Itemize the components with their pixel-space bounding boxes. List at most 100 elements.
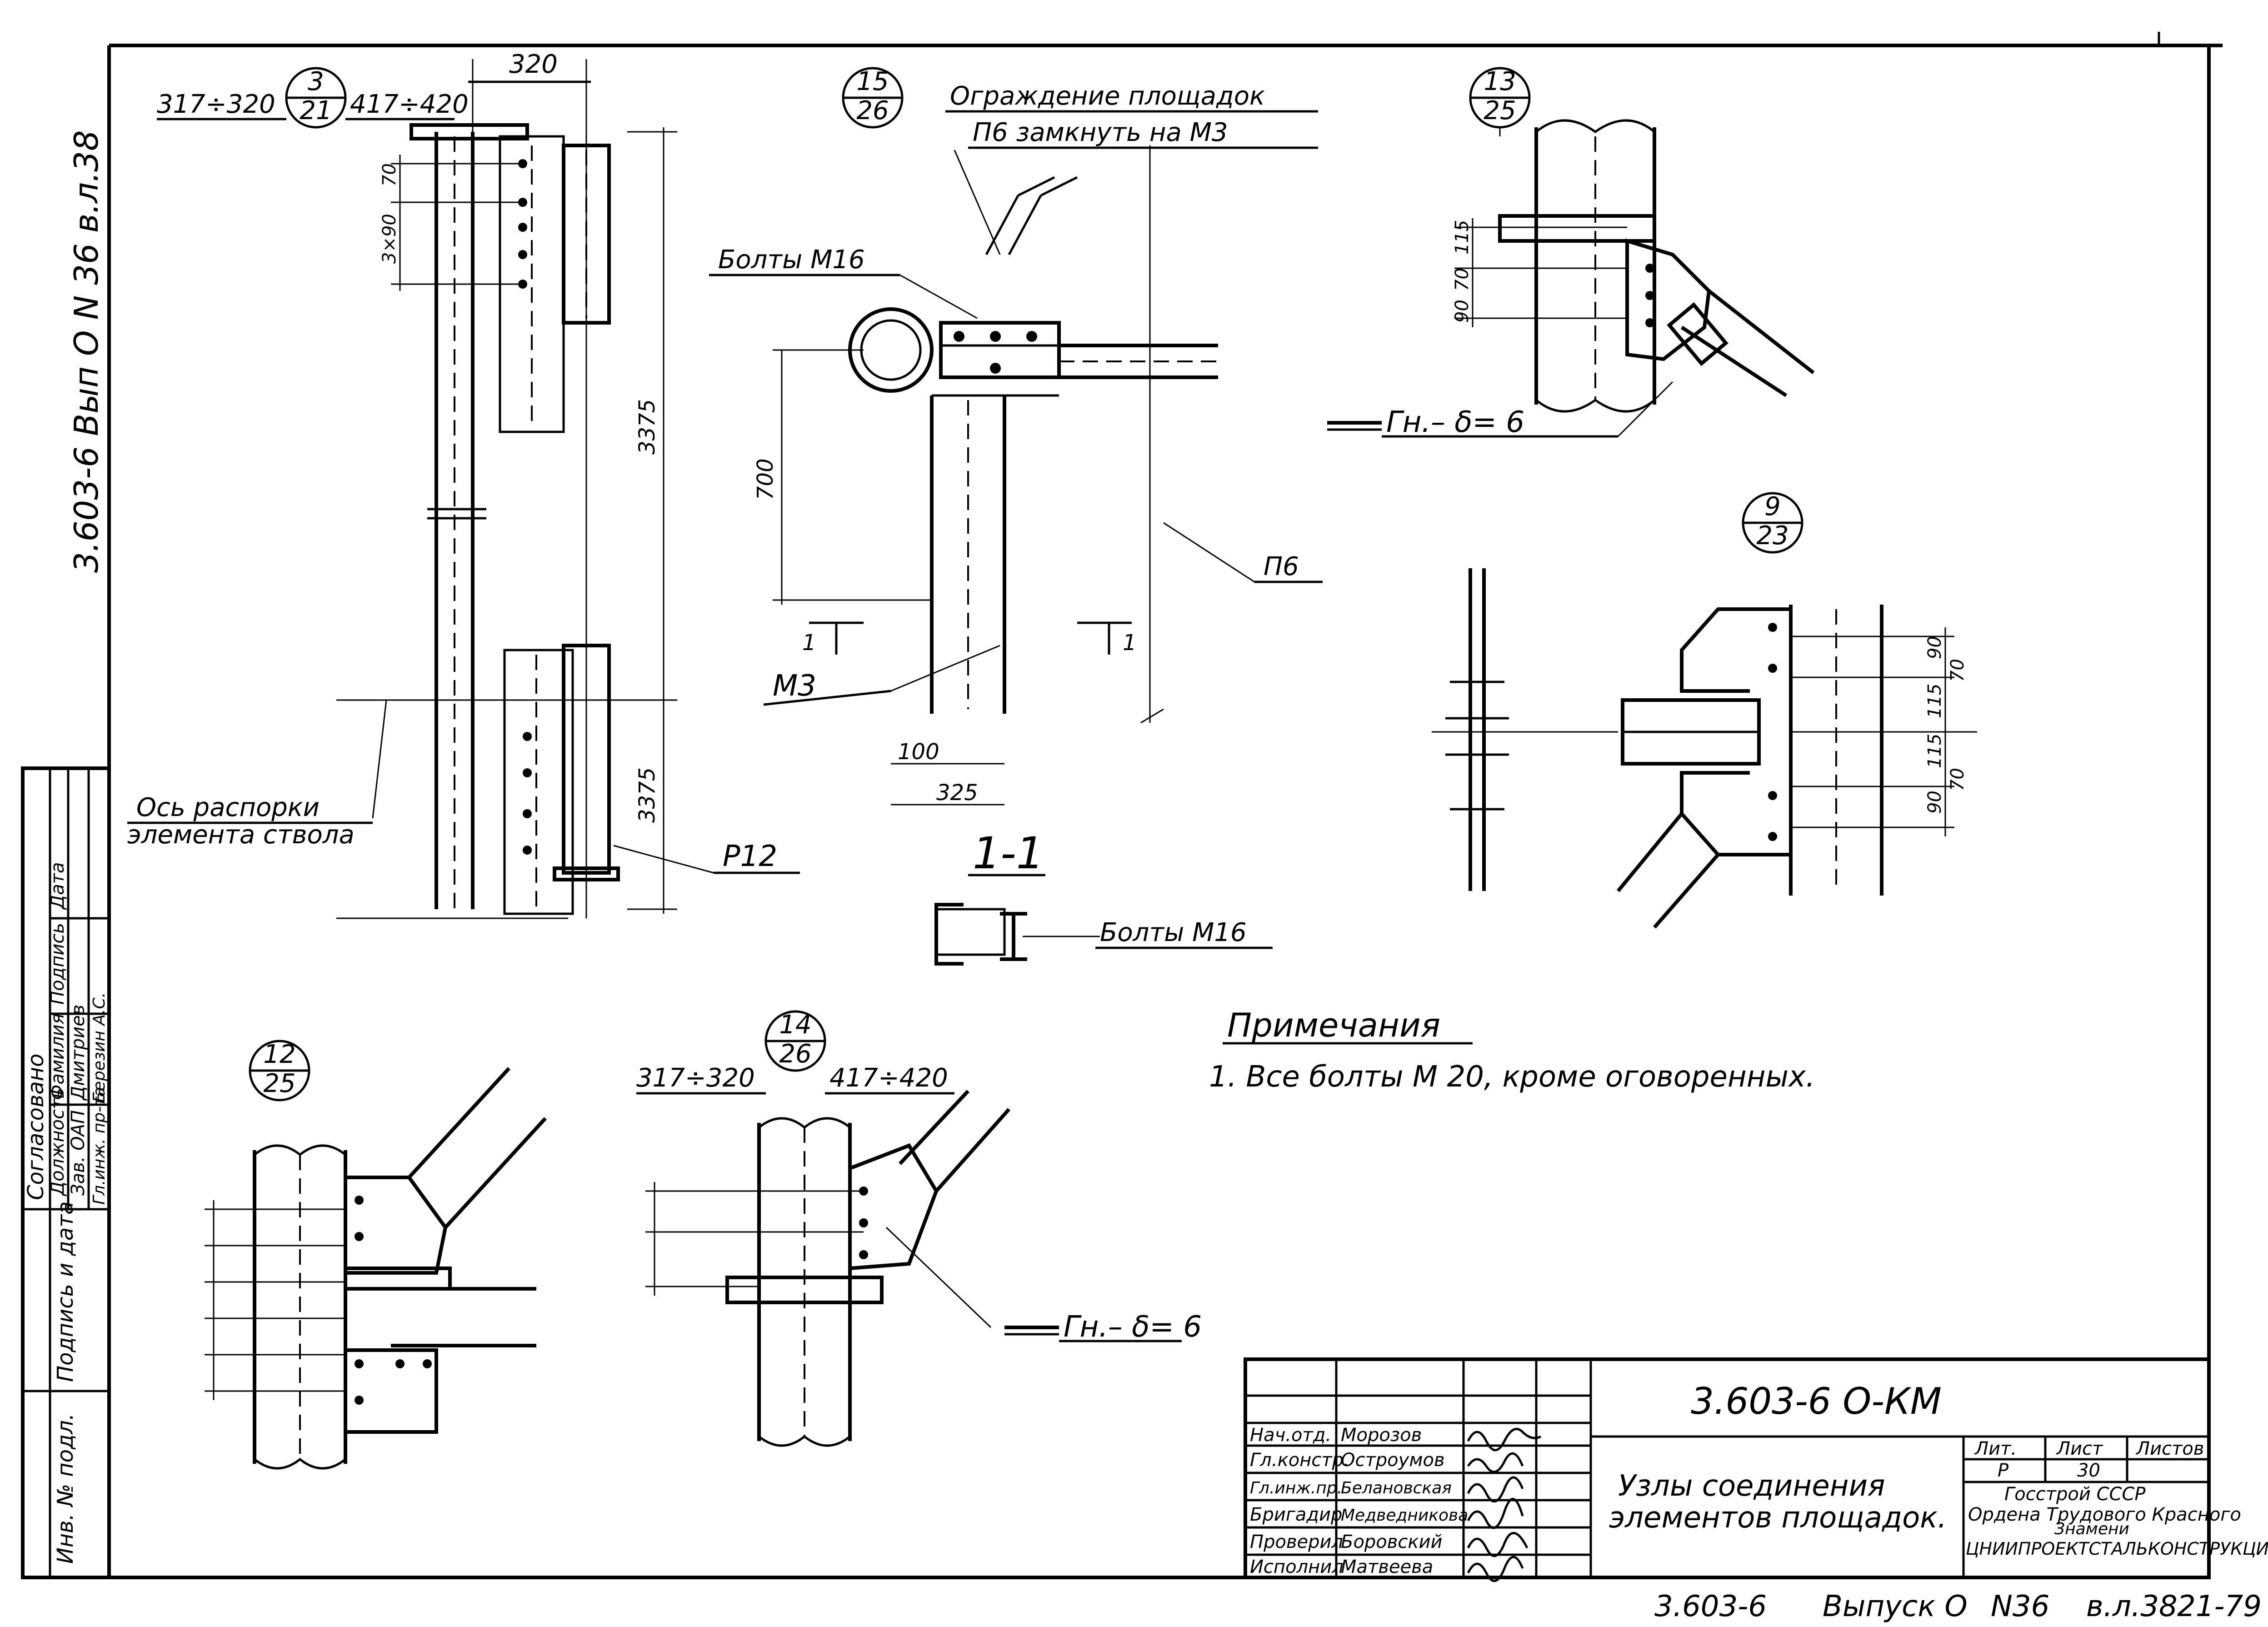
node-3-21-drawing: 3 21 317÷320 417÷420 320 <box>127 50 800 919</box>
callout-15-num: 15 <box>856 67 889 96</box>
dim-115-13: 115 <box>1452 220 1473 255</box>
org-line-3: Знамени <box>2054 1520 2129 1538</box>
label-guard-1: Ограждение площадок <box>950 81 1265 111</box>
callout-3-left: 317÷320 <box>157 90 275 119</box>
dim-100: 100 <box>898 739 939 765</box>
note-1: 1. Все болты М 20, кроме оговоренных. <box>1209 1060 1815 1094</box>
signature-5 <box>1467 1532 1529 1557</box>
label-bolts-m16-bottom: Болты М16 <box>1100 918 1247 947</box>
role-4: Бригадир <box>1250 1504 1342 1525</box>
name-1: Морозов <box>1341 1425 1422 1446</box>
dim-90-9b: 90 <box>1924 791 1945 814</box>
approval-row2-position: Гл.инж. пр-та <box>90 1087 109 1205</box>
org-line-1: Госстрой СССР <box>2004 1484 2146 1505</box>
designation: 3.603-6 О-КМ <box>1691 1380 1942 1422</box>
dim-700: 700 <box>753 458 778 500</box>
dim-70-top: 70 <box>379 163 400 186</box>
name-5: Боровский <box>1341 1532 1443 1552</box>
signature-4 <box>1467 1497 1524 1529</box>
role-6: Исполнил <box>1250 1557 1344 1577</box>
dim-325: 325 <box>936 780 978 806</box>
title-line-2: элементов площадок. <box>1609 1501 1947 1535</box>
name-4: Медведникова <box>1341 1506 1468 1525</box>
section-mark-right: 1 <box>1123 630 1137 656</box>
dim-70-9b: 70 <box>1947 768 1968 791</box>
role-5: Проверил <box>1250 1532 1343 1552</box>
sheets-label: Листов <box>2135 1438 2204 1459</box>
footer-issue: Выпуск О <box>1823 1590 1968 1623</box>
dim-70-13: 70 <box>1452 268 1473 291</box>
axis-label-1: Ось распорки <box>136 793 320 822</box>
dim-3375-upper: 3375 <box>634 399 660 455</box>
weld-13: Гн.– δ= 6 <box>1386 405 1524 439</box>
signature-3 <box>1467 1476 1524 1503</box>
dim-90-13: 90 <box>1452 300 1473 323</box>
callout-12-den: 25 <box>263 1069 295 1098</box>
section-mark-left: 1 <box>802 630 816 656</box>
approval-table: Согласовано Должность Фамилия Подпись Да… <box>21 766 111 1579</box>
weld-14: Гн.– δ= 6 <box>1064 1310 1202 1344</box>
dim-115-9b: 115 <box>1924 734 1945 768</box>
signature-1 <box>1467 1427 1542 1452</box>
role-3: Гл.инж.пр. <box>1250 1479 1342 1497</box>
lit-value: Р <box>1998 1460 2009 1481</box>
callout-3-den: 21 <box>300 96 332 125</box>
node-12-25-drawing: 12 25 <box>205 1040 547 1470</box>
signature-6 <box>1467 1556 1524 1582</box>
dim-3375-lower: 3375 <box>634 767 660 823</box>
sheet-label: Лист <box>2056 1438 2103 1459</box>
dim-90-9a: 90 <box>1924 636 1945 659</box>
callout-13-num: 13 <box>1484 67 1516 96</box>
approval-header: Согласовано <box>23 1054 49 1200</box>
dim-3x90: 3×90 <box>379 214 400 264</box>
role-2: Гл.констр. <box>1250 1450 1349 1471</box>
approval-row1-position: Зав. ОАП <box>68 1110 89 1196</box>
callout-3-right: 417÷420 <box>350 90 469 119</box>
title-block: 3.603-6 О-КМ Узлы соединения элементов п… <box>1244 1357 2268 1582</box>
callout-9-num: 9 <box>1764 492 1781 521</box>
approval-col-position: Должность <box>47 1088 68 1196</box>
footer: 3.603-6 Выпуск О N36 в.л.38 21-79 <box>1654 1590 2262 1623</box>
title-line-1: Узлы соединения <box>1618 1469 1885 1503</box>
callout-14-num: 14 <box>779 1010 811 1040</box>
footer-extra: 21-79 <box>2177 1590 2262 1623</box>
label-p6: П6 <box>1264 552 1299 581</box>
label-guard-2: П6 замкнуть на М3 <box>973 118 1228 147</box>
signature-2 <box>1467 1452 1524 1473</box>
node-15-26-drawing: 15 26 Ограждение площадок П6 замкнуть на… <box>709 67 1323 966</box>
callout-3-num: 3 <box>308 67 324 96</box>
approval-col-name: Фамилия <box>47 1013 68 1100</box>
lit-label: Лит. <box>1974 1438 2017 1459</box>
approval-row1-name: Дмитриев <box>68 1005 89 1101</box>
callout-12-num: 12 <box>263 1040 295 1069</box>
node-9-23-drawing: 9 23 90 70 115 115 90 70 <box>1432 492 1977 929</box>
approval-side2: Инв. № подл. <box>53 1413 78 1564</box>
callout-14-left: 317÷320 <box>636 1063 755 1093</box>
approval-row2-name: Березин А.С. <box>90 992 109 1102</box>
section-title: 1-1 <box>973 828 1044 879</box>
callout-14-right: 417÷420 <box>829 1063 948 1093</box>
dim-70-9a: 70 <box>1947 659 1968 682</box>
name-2: Остроумов <box>1341 1450 1445 1471</box>
axis-label-2: элемента ствола <box>127 820 355 850</box>
footer-num: N36 <box>1991 1590 2049 1623</box>
name-6: Матвеева <box>1341 1557 1433 1577</box>
sheet-value: 30 <box>2077 1460 2100 1481</box>
callout-9-den: 23 <box>1756 521 1788 551</box>
dim-115-9a: 115 <box>1924 684 1945 718</box>
org-line-4: ЦНИИПРОЕКТСТАЛЬКОНСТРУКЦИЯ <box>1966 1539 2268 1559</box>
node-14-26-drawing: 14 26 317÷320 417÷420 Гн.– δ= 6 <box>636 1010 1202 1447</box>
role-1: Нач.отд. <box>1250 1425 1331 1446</box>
margin-code: 3.603-6 Вып О N 36 в.л.38 <box>67 130 105 573</box>
approval-col-signature: Подпись <box>47 923 68 1005</box>
approval-col-date: Дата <box>47 862 68 910</box>
dim-320: 320 <box>509 50 558 79</box>
notes-title: Примечания <box>1227 1006 1440 1044</box>
name-3: Белановская <box>1341 1479 1452 1497</box>
callout-13-den: 25 <box>1484 96 1516 125</box>
footer-code: 3.603-6 <box>1654 1590 1767 1623</box>
org-line-2: Ордена Трудового Красного <box>1968 1504 2241 1525</box>
label-bolts-m16-top: Болты М16 <box>718 245 865 275</box>
label-p12: Р12 <box>723 840 777 873</box>
